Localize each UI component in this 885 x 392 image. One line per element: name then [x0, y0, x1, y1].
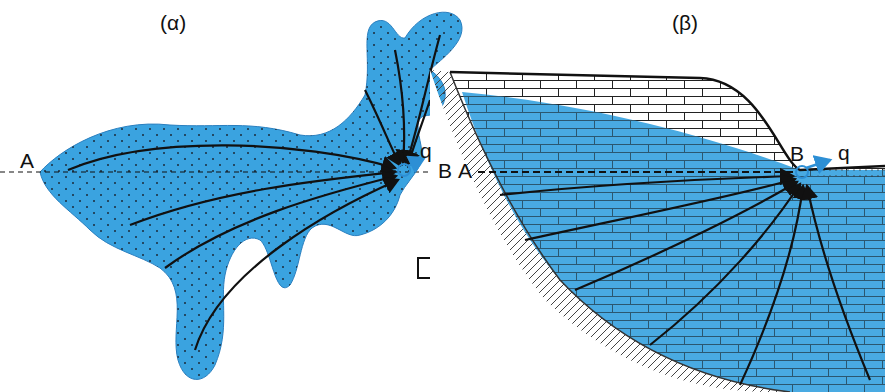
figure-label: B	[438, 160, 452, 181]
aquifer-plan	[40, 12, 462, 379]
figure-label: (α)	[160, 12, 186, 33]
figure-label: q	[420, 140, 432, 161]
figure-label: (β)	[672, 12, 698, 33]
cross-section	[430, 70, 885, 392]
figure-label: B	[790, 143, 804, 164]
figure-label: q	[838, 142, 850, 163]
figure-label: A	[20, 150, 34, 171]
figure-label: A	[458, 160, 472, 181]
